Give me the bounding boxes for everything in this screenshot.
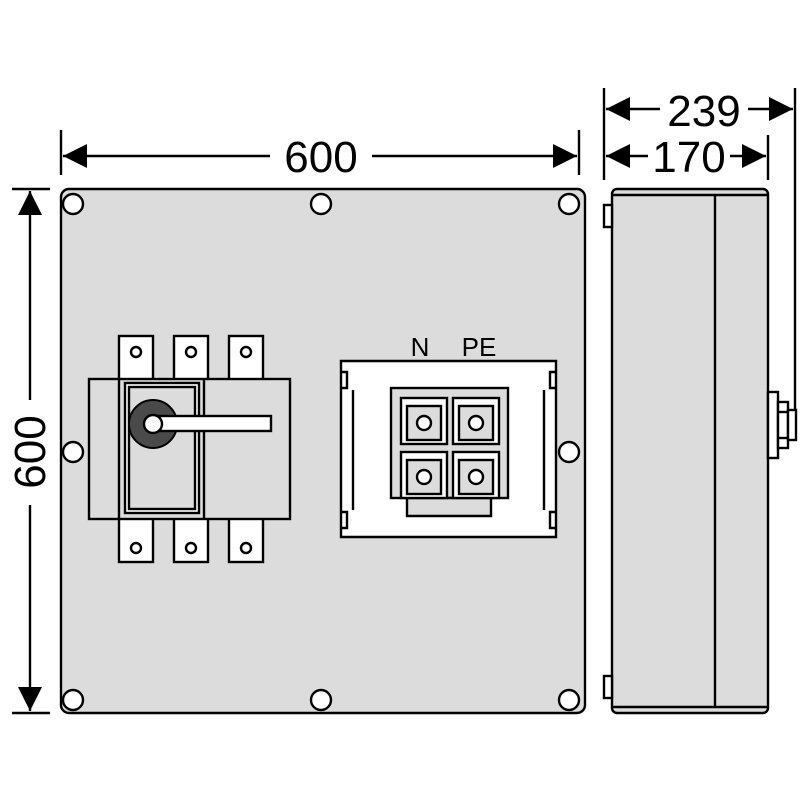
- switch-terminal: [117, 514, 155, 564]
- screw-hole: [309, 192, 333, 216]
- side-view: [602, 187, 798, 715]
- screw-hole: [557, 440, 581, 464]
- screw-hole: [61, 440, 85, 464]
- protective-earth-label: PE: [462, 332, 497, 362]
- dimension-height: 600: [6, 187, 55, 715]
- switch-terminal: [172, 334, 210, 384]
- switch-terminal: [172, 514, 210, 564]
- enclosure-front-panel: [59, 187, 587, 715]
- width-label: 600: [284, 133, 357, 182]
- front-view: N PE: [59, 187, 587, 715]
- total-depth-label: 239: [667, 87, 740, 136]
- switch-terminal: [117, 334, 155, 384]
- enclosure-side-body: [610, 187, 770, 715]
- switch-shaft: [766, 390, 798, 460]
- screw-hole: [557, 192, 581, 216]
- dimension-body-depth: 170: [606, 133, 770, 182]
- terminal-block: N PE: [339, 332, 558, 539]
- screw-hole: [309, 688, 333, 712]
- hinge: [602, 203, 614, 229]
- main-switch: [87, 334, 292, 564]
- height-label: 600: [6, 415, 55, 488]
- screw-hole: [557, 688, 581, 712]
- neutral-label: N: [411, 332, 430, 362]
- screw-hole: [61, 192, 85, 216]
- terminal-clamps: [399, 396, 501, 500]
- body-depth-label: 170: [652, 133, 725, 182]
- screw-hole: [61, 688, 85, 712]
- switch-handle-lever: [151, 414, 273, 433]
- screw-holes: [61, 192, 581, 712]
- dimension-width: 600: [59, 130, 581, 182]
- dimension-total-depth: 239: [602, 87, 797, 410]
- switch-terminal: [227, 334, 265, 384]
- hinge: [602, 674, 614, 700]
- switch-terminal: [227, 514, 265, 564]
